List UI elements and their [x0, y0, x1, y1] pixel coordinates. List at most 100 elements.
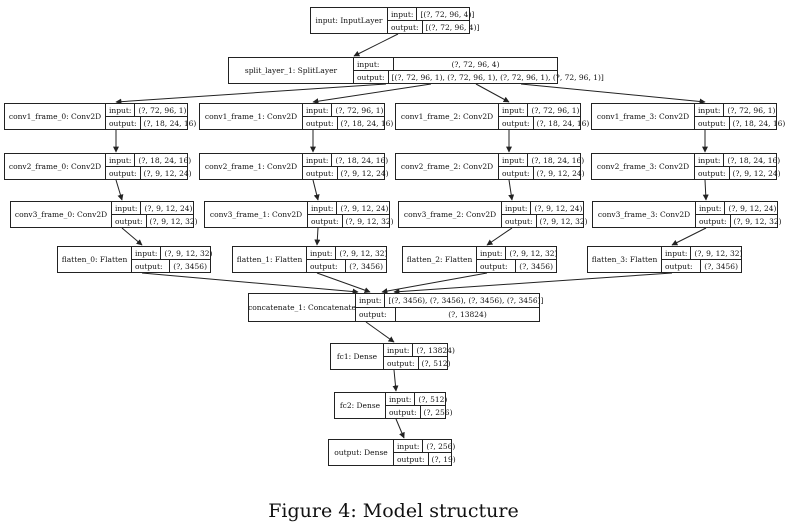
- layer-io: input:(?, 9, 12, 24)output:(?, 9, 12, 32…: [502, 202, 588, 227]
- output-shape: (?, 512): [421, 358, 451, 368]
- output-shape: (?, 19): [431, 454, 456, 464]
- output-shape: (?, 9, 12, 24): [732, 168, 781, 178]
- output-label: output:: [696, 215, 731, 227]
- output-row: output:(?, 13824): [356, 307, 539, 321]
- input-row: input:[(?, 3456), (?, 3456), (?, 3456), …: [356, 294, 543, 307]
- edge-conv2_0-to-conv3_0: [115, 179, 124, 201]
- output-shape: (?, 13824): [448, 310, 487, 319]
- output-shape: (?, 9, 12, 24): [143, 168, 192, 178]
- output-row: output:(?, 9, 12, 24): [499, 166, 585, 179]
- layer-io: input:(?, 9, 12, 24)output:(?, 9, 12, 32…: [696, 202, 782, 227]
- output-shape: (?, 3456): [173, 261, 207, 271]
- layer-io: input:[(?, 72, 96, 4)]output:[(?, 72, 96…: [388, 8, 479, 33]
- output-label: output:: [477, 260, 517, 272]
- layer-io: input:[(?, 3456), (?, 3456), (?, 3456), …: [356, 294, 543, 321]
- input-row: input:(?, 72, 96, 1): [106, 104, 187, 116]
- layer-io: input:(?, 18, 24, 16)output:(?, 9, 12, 2…: [499, 154, 585, 179]
- edge-split-to-conv1_2: [475, 83, 510, 103]
- layer-io: input:(?, 72, 96, 1)output:(?, 18, 24, 1…: [106, 104, 196, 129]
- input-row: input:(?, 9, 12, 32): [307, 247, 387, 259]
- edge-input-to-split: [353, 33, 399, 57]
- input-row: input:(?, 18, 24, 16): [106, 154, 191, 166]
- input-shape: (?, 72, 96, 1): [335, 105, 384, 115]
- edge-fc2-to-output: [395, 418, 405, 439]
- output-label: output:: [303, 167, 338, 179]
- layer-io: input:(?, 9, 12, 32)output:(?, 3456): [307, 247, 387, 272]
- input-shape: (?, 18, 24, 16): [727, 155, 781, 165]
- input-label: input:: [477, 247, 507, 259]
- input-label: input:: [106, 154, 136, 166]
- output-shape: (?, 9, 12, 32): [539, 216, 588, 226]
- layer-io: input:(?, 9, 12, 24)output:(?, 9, 12, 32…: [112, 202, 198, 227]
- input-label: input:: [695, 104, 725, 116]
- output-shape: (?, 18, 24, 16): [340, 118, 394, 128]
- output-row: output:[(?, 72, 96, 4)]: [388, 20, 479, 33]
- input-label: input:: [662, 247, 692, 259]
- edge-split-to-conv1_1: [312, 83, 432, 105]
- edge-split-to-conv1_0: [115, 83, 387, 105]
- output-row: output:(?, 9, 12, 24): [106, 166, 192, 179]
- input-shape: (?, 13824): [416, 345, 455, 355]
- output-label: output:: [695, 117, 730, 129]
- input-row: input:(?, 72, 96, 1): [303, 104, 384, 116]
- input-row: input:(?, 72, 96, 1): [499, 104, 580, 116]
- input-shape: (?, 9, 12, 24): [144, 203, 193, 213]
- layer-name: conv1_frame_1: Conv2D: [200, 104, 303, 129]
- output-shape: (?, 9, 12, 24): [536, 168, 585, 178]
- edge-split-to-conv1_3: [520, 83, 706, 105]
- edge-conv3_0-to-flat_0: [121, 227, 143, 246]
- layer-name: conv2_frame_3: Conv2D: [592, 154, 695, 179]
- layer-io: input:(?, 512)output:(?, 256): [386, 393, 453, 418]
- edge-conv2_2-to-conv3_2: [508, 179, 515, 201]
- output-label: output:: [106, 167, 141, 179]
- input-shape: (?, 72, 96, 1): [138, 105, 187, 115]
- layer-name: flatten_0: Flatten: [58, 247, 132, 272]
- input-row: input:(?, 13824): [384, 344, 455, 356]
- input-row: input:(?, 512): [386, 393, 447, 405]
- input-shape: (?, 512): [418, 394, 448, 404]
- input-shape: (?, 72, 96, 1): [727, 105, 776, 115]
- output-row: output:(?, 256): [386, 405, 453, 418]
- input-shape: (?, 9, 12, 32): [164, 248, 213, 258]
- output-shape: [(?, 72, 96, 4)]: [425, 22, 480, 32]
- output-label: output:: [354, 71, 389, 83]
- output-row: output:(?, 9, 12, 32): [502, 214, 588, 227]
- output-row: output:(?, 9, 12, 32): [696, 214, 782, 227]
- output-row: output:(?, 3456): [132, 259, 210, 272]
- input-label: input:: [384, 344, 414, 356]
- output-shape: (?, 9, 12, 32): [345, 216, 394, 226]
- input-shape: (?, 18, 24, 16): [335, 155, 389, 165]
- input-row: input:(?, 72, 96, 1): [695, 104, 776, 116]
- layer-io: input:(?, 9, 12, 24)output:(?, 9, 12, 32…: [308, 202, 394, 227]
- layer-name: split_layer_1: SplitLayer: [229, 58, 354, 83]
- layer-name: output: Dense: [329, 440, 394, 465]
- layer-io: input:(?, 18, 24, 16)output:(?, 9, 12, 2…: [695, 154, 781, 179]
- input-label: input:: [695, 154, 725, 166]
- output-row: output:[(?, 72, 96, 1), (?, 72, 96, 1), …: [354, 70, 604, 83]
- input-shape: (?, 9, 12, 24): [534, 203, 583, 213]
- layer-io: input:(?, 72, 96, 1)output:(?, 18, 24, 1…: [499, 104, 589, 129]
- output-label: output:: [499, 117, 534, 129]
- input-label: input:: [106, 104, 136, 116]
- layer-io: input:(?, 9, 12, 32)output:(?, 3456): [132, 247, 212, 272]
- output-label: output:: [394, 453, 429, 465]
- layer-name: conv3_frame_2: Conv2D: [399, 202, 502, 227]
- layer-name: conv2_frame_0: Conv2D: [5, 154, 106, 179]
- input-row: input:(?, 256): [394, 440, 455, 452]
- edge-conv3_1-to-flat_1: [314, 227, 321, 246]
- layer-io: input:(?, 72, 96, 1)output:(?, 18, 24, 1…: [303, 104, 393, 129]
- input-label: input:: [303, 104, 333, 116]
- input-row: input:(?, 18, 24, 16): [695, 154, 780, 166]
